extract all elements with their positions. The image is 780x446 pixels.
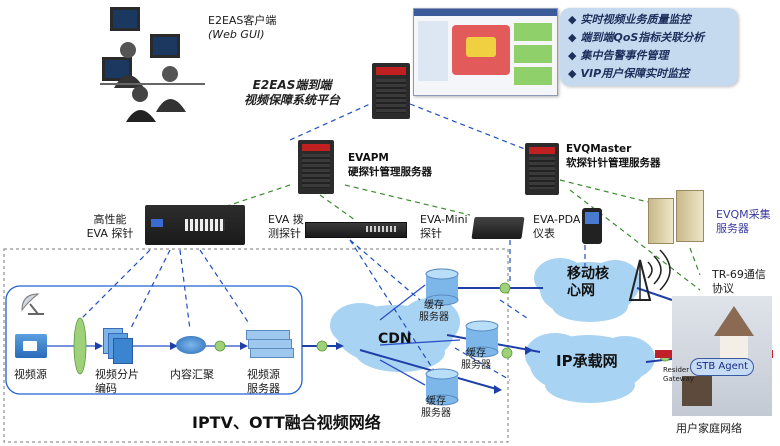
eva-mini-icon: [471, 217, 525, 239]
video-slice-line2: 编码: [95, 382, 117, 395]
tr69-line2: 协议: [712, 282, 734, 295]
video-source-server-line1: 视频源: [247, 368, 280, 381]
eva-dial-probe-icon: [305, 222, 407, 238]
gateway-line1: Resider: [663, 366, 690, 374]
mobile-core-line2: 心网: [567, 283, 595, 299]
client-label-line2: (Web GUI): [208, 28, 265, 41]
cache-server-label: 缓存: [466, 348, 486, 359]
evqm-collect-line1: EVQM采集: [716, 208, 771, 221]
cache-server-icon: [425, 268, 459, 306]
feature-item: VIP用户保障实时监控: [568, 65, 730, 83]
ip-bearer-label: IP承载网: [556, 352, 618, 370]
gateway-line2: Gateway: [663, 375, 694, 383]
content-aggr-label: 内容汇聚: [170, 368, 214, 381]
home-network-label: 用户家庭网络: [676, 422, 742, 435]
cache-server-label: 服务器: [419, 312, 449, 323]
cache-server-icon: [425, 368, 459, 406]
cdn-label: CDN: [378, 331, 412, 347]
eva-dial-line1: EVA 拨: [268, 213, 304, 226]
eva-probe-line1: 高性能: [93, 213, 127, 226]
mobile-core-line1: 移动核: [567, 266, 609, 282]
eva-probe-line2: EVA 探针: [86, 227, 134, 240]
eva-dial-line2: 测探针: [268, 227, 301, 240]
platform-label-line2: 视频保障系统平台: [243, 93, 340, 107]
arrow-heads: [95, 342, 533, 394]
satellite-dish-icon: [18, 290, 48, 316]
eva-mini-line1: EVA-Mini: [420, 213, 468, 226]
evqm-collect-servers-icon: [648, 190, 708, 244]
evapm-desc: 硬探针管理服务器: [348, 166, 432, 178]
tr69-line1: TR-69通信: [712, 268, 766, 281]
cache-server-label: 服务器: [461, 360, 491, 371]
eva-probe-icon: [145, 205, 245, 245]
feature-item: 端到端QoS指标关联分析: [568, 29, 730, 47]
eva-mini-line2: 探针: [420, 227, 442, 240]
eva-pda-line1: EVA-PDA: [533, 213, 581, 226]
feature-item: 实时视频业务质量监控: [568, 11, 730, 29]
evqmaster-name: EVQMaster: [566, 143, 632, 155]
cell-tower-icon: [628, 249, 671, 301]
features-callout: 实时视频业务质量监控 端到端QoS指标关联分析 集中告警事件管理 VIP用户保障…: [560, 8, 738, 86]
evapm-name: EVAPM: [348, 152, 389, 164]
platform-server-icon: [372, 63, 410, 119]
iptv-network-title: IPTV、OTT融合视频网络: [192, 413, 381, 432]
video-source-icon: [15, 334, 47, 358]
user-home-image: [672, 296, 772, 416]
eva-pda-icon: [582, 208, 602, 244]
evqmaster-server-icon: [525, 143, 559, 195]
video-source-server-icon: [246, 330, 294, 358]
video-source-area: [5, 285, 303, 395]
evqm-collect-line2: 服务器: [716, 222, 749, 235]
evapm-server-icon: [298, 140, 334, 194]
ip-bearer-cloud: [525, 333, 655, 403]
video-source-label: 视频源: [14, 368, 47, 381]
video-slice-encoder-icon: [103, 328, 133, 364]
router-icon: [176, 336, 206, 354]
evqmaster-desc: 软探针针管理服务器: [566, 157, 661, 169]
video-slice-line1: 视频分片: [95, 368, 139, 381]
monitoring-links: [79, 103, 586, 381]
cache-server-icon: [465, 320, 499, 358]
dashboard-preview: [413, 8, 558, 96]
video-source-server-line2: 服务器: [247, 382, 280, 395]
eva-pda-line2: 仪表: [533, 227, 555, 240]
cache-server-label: 缓存: [426, 396, 446, 407]
feature-item: 集中告警事件管理: [568, 47, 730, 65]
client-users-illustration: [100, 2, 208, 122]
mobile-core-cloud: [534, 258, 641, 322]
platform-label-line1: E2EAS端到端: [252, 78, 332, 92]
stb-agent-badge: STB Agent: [690, 358, 754, 376]
client-label-line1: E2EAS客户端: [208, 14, 277, 27]
cache-server-label: 缓存: [424, 300, 444, 311]
cache-server-label: 服务器: [421, 408, 451, 419]
